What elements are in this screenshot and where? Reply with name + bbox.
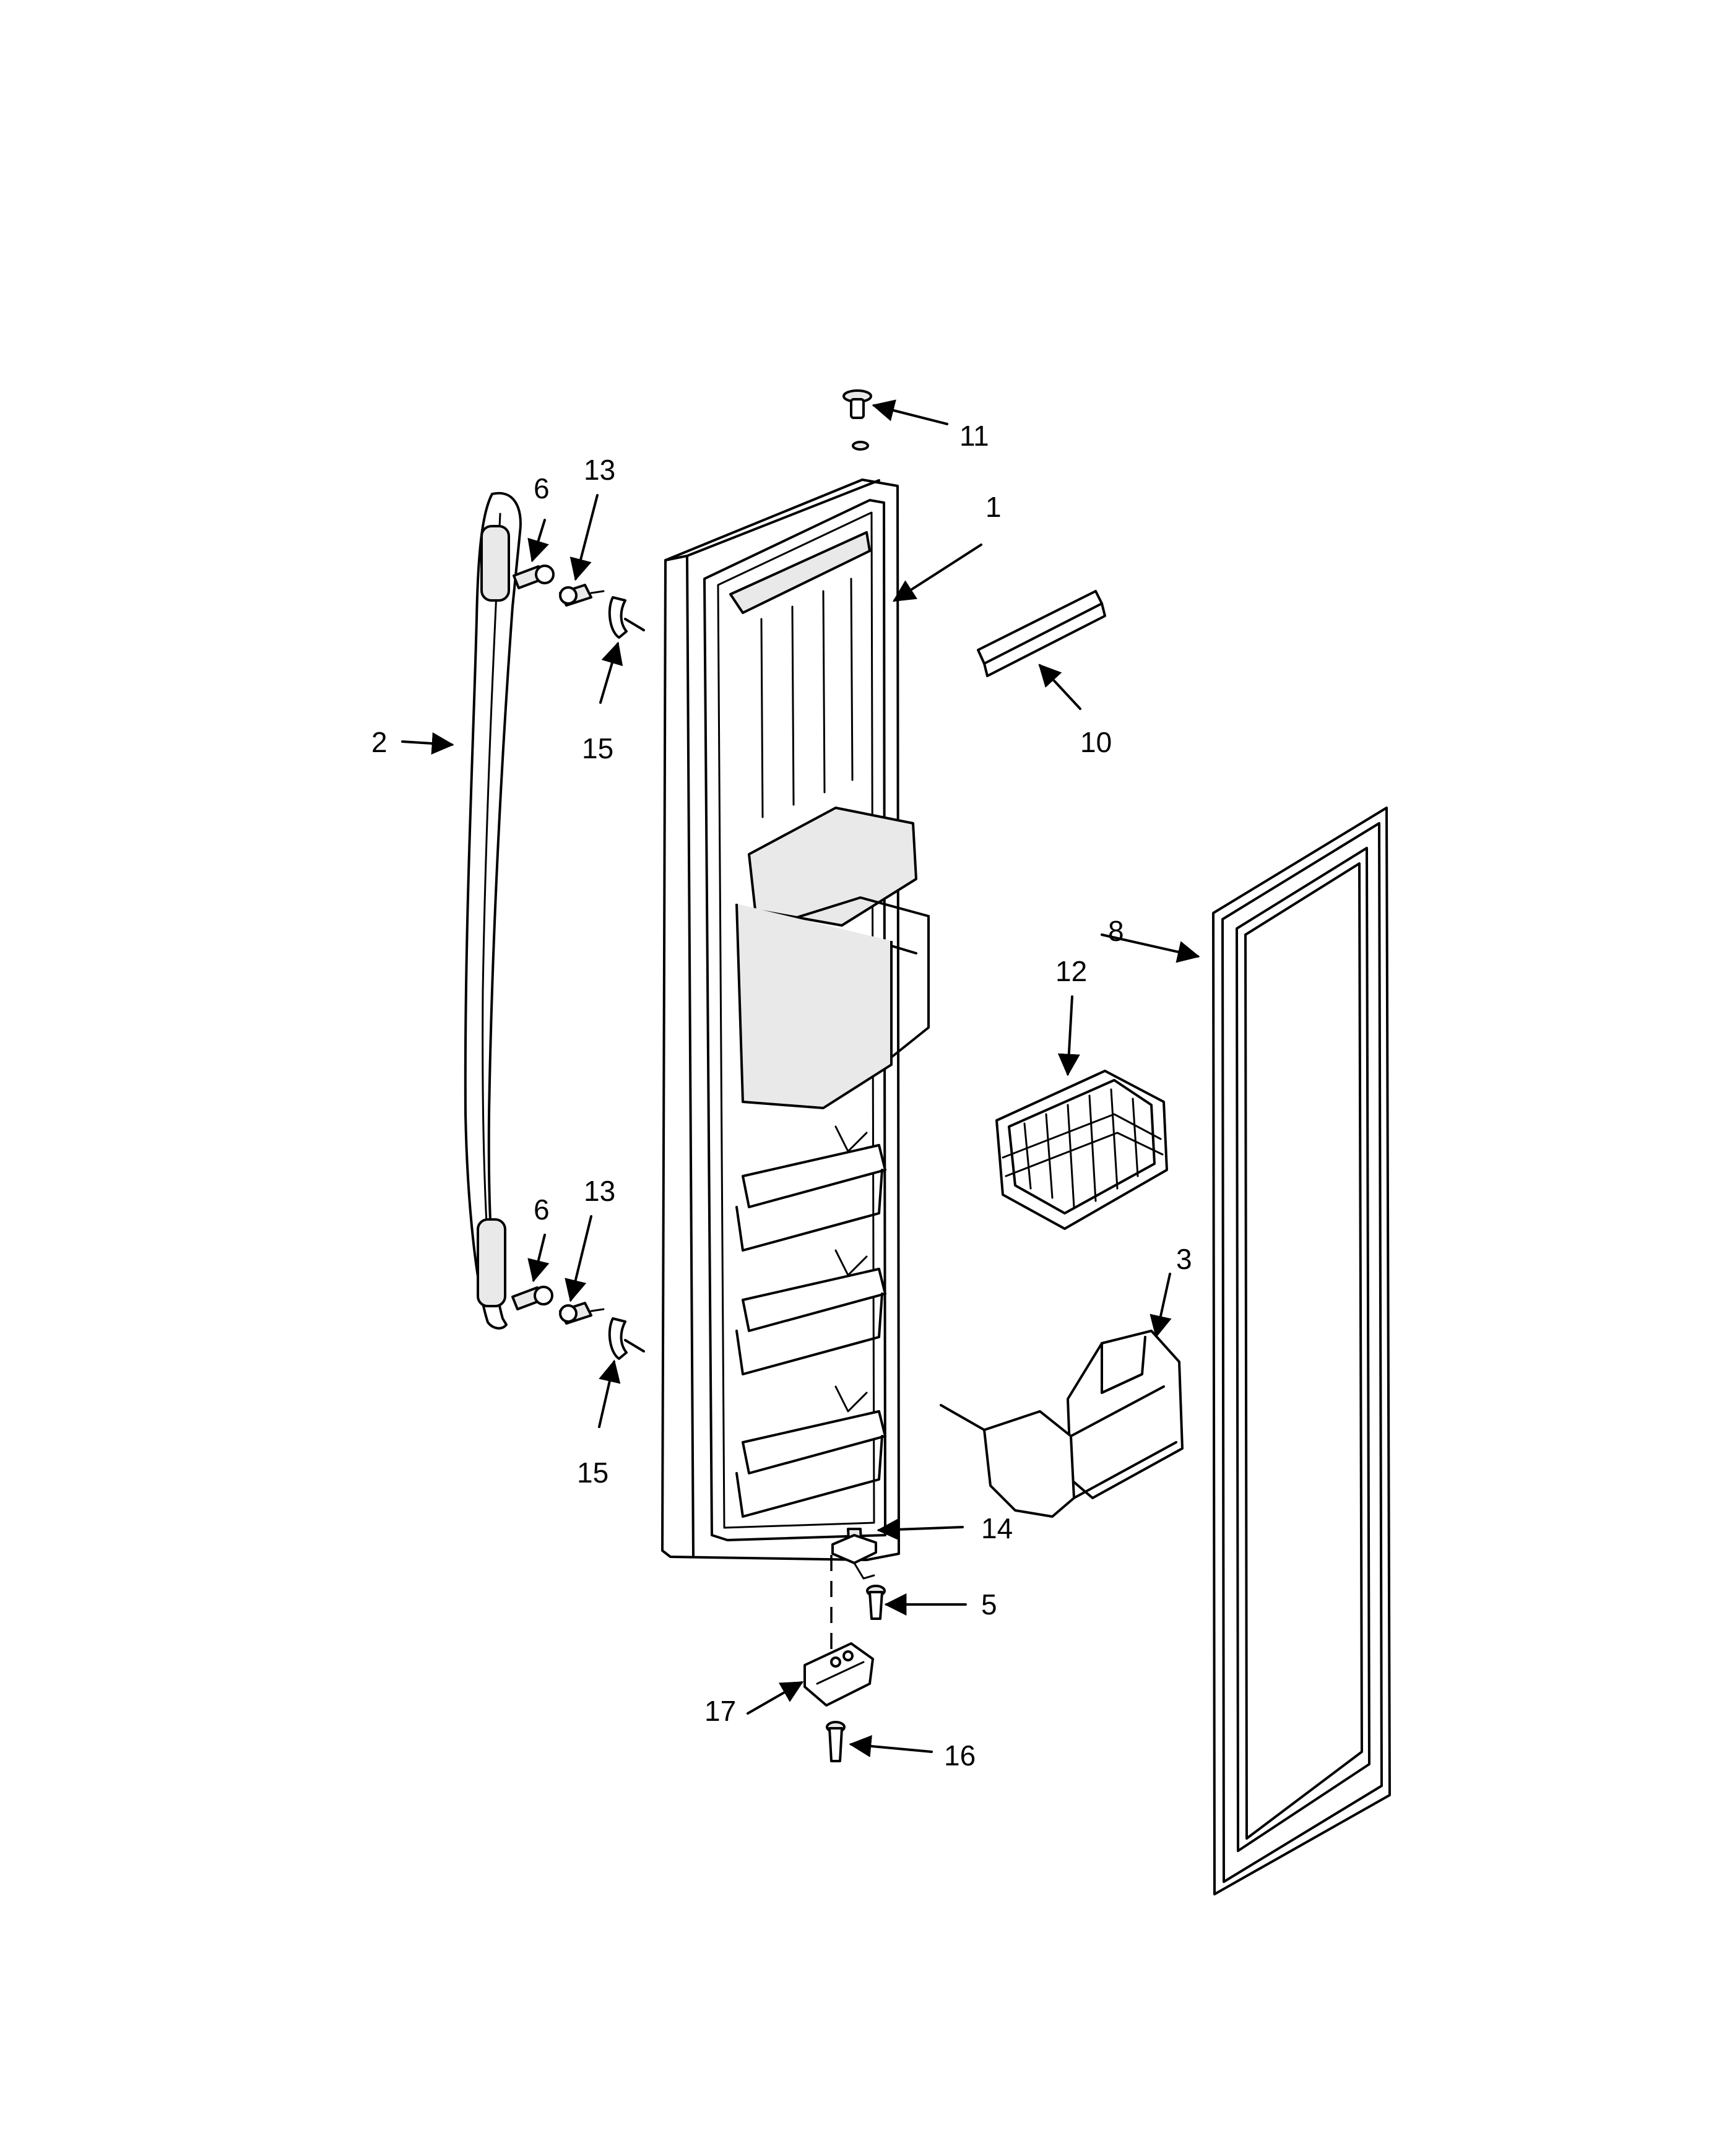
callout-11: 11 — [959, 420, 989, 452]
callout-14: 14 — [981, 1512, 1013, 1544]
callout-15-bottom: 15 — [577, 1457, 608, 1489]
callout-1: 1 — [985, 491, 1002, 523]
handle-screw-lower — [511, 1286, 553, 1310]
callout-15-top: 15 — [582, 732, 613, 764]
bracket-screw — [826, 1721, 846, 1762]
door-bin — [940, 1330, 1184, 1518]
trim-strip — [977, 590, 1106, 677]
callout-17: 17 — [704, 1695, 736, 1727]
hinge-bracket — [803, 1642, 874, 1707]
callout-13-bottom: 13 — [584, 1175, 615, 1207]
wire-basket — [995, 1070, 1168, 1230]
callout-6-top: 6 — [534, 472, 550, 504]
hinge-pin — [831, 1528, 877, 1580]
callout-13-top: 13 — [584, 454, 615, 486]
top-screw — [842, 389, 872, 451]
handle-stud-lower — [559, 1302, 605, 1325]
callout-8: 8 — [1108, 915, 1124, 947]
handle-clip-lower — [608, 1317, 645, 1360]
callout-3: 3 — [1176, 1243, 1192, 1275]
callout-10: 10 — [1080, 726, 1112, 758]
hinge-screw — [866, 1585, 886, 1620]
handle-stud-upper — [559, 584, 605, 607]
door-gasket — [1212, 807, 1391, 1895]
handle-screw-upper — [513, 565, 555, 589]
handle-clip-upper — [608, 596, 645, 639]
callout-6-bottom: 6 — [534, 1193, 550, 1226]
callout-16: 16 — [944, 1739, 976, 1772]
callout-5: 5 — [981, 1588, 997, 1621]
callout-12: 12 — [1055, 955, 1087, 987]
door-panel — [661, 478, 930, 1561]
door-handle — [464, 491, 522, 1330]
callout-2: 2 — [371, 726, 388, 758]
callouts: 11 1 13 6 15 2 10 8 12 13 6 15 3 — [371, 399, 1200, 1772]
door-shelves — [735, 1125, 886, 1518]
